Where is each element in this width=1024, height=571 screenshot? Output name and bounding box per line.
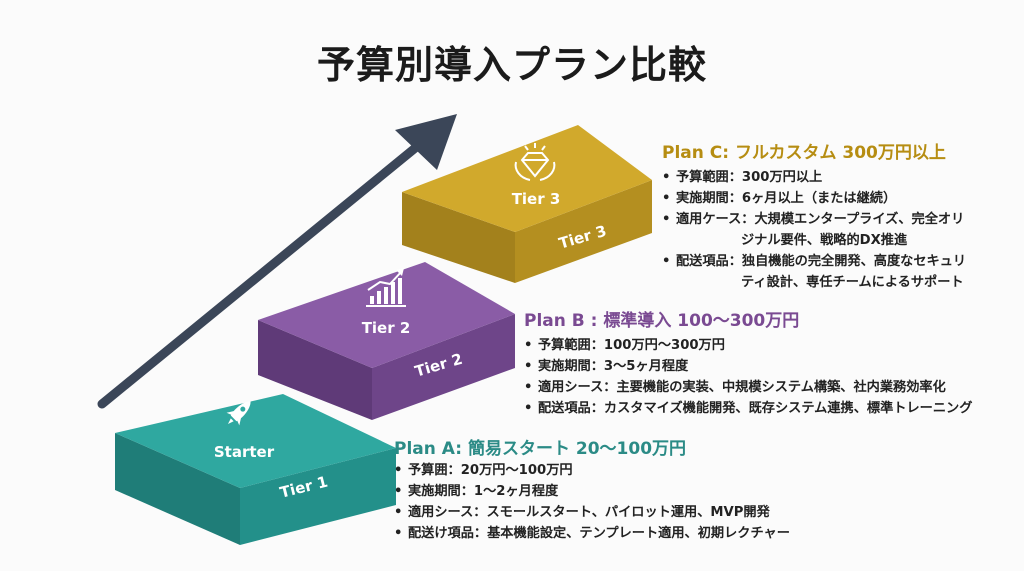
tier1-block: Starter Tier 1 (115, 394, 396, 545)
diamond-crown-icon (514, 143, 556, 181)
plan-a-deliverables: 配送け項品：基本機能設定、テンプレート適用、初期レクチャー (394, 523, 790, 544)
plan-c-use-case-line1: 適用ケース：大規模エンタープライズ、完全オリ (676, 212, 965, 227)
plan-c-period: 実施期間：6ヶ月以上（または継続） (662, 188, 966, 209)
plan-c-details: Plan C: フルカスタム 300万円以上 予算範囲：300万円以上 実施期間… (662, 138, 966, 293)
plan-c-heading: Plan C: フルカスタム 300万円以上 (662, 143, 946, 163)
tier2-top-label: Tier 2 (362, 319, 411, 337)
tier2-block: Tier 2 Tier 2 (258, 262, 515, 420)
plan-c-budget: 予算範囲：300万円以上 (662, 167, 966, 188)
plan-a-heading: Plan A: 簡易スタート 20〜100万円 (394, 439, 687, 459)
plan-b-deliverables: 配送項品：カスタマイズ機能開発、既存システム連携、標準トレーニング (524, 398, 972, 419)
tier1-top-label: Starter (214, 443, 275, 461)
tier3-block: Tier 3 Tier 3 (402, 125, 652, 283)
page-title: 予算別導入プラン比較 (316, 43, 707, 87)
plan-b-budget: 予算範囲：100万円〜300万円 (524, 335, 972, 356)
plan-b-use-case: 適用シース：主要機能の実装、中規模システム構築、社内業務効率化 (524, 377, 972, 398)
plan-b-period: 実施期間：3〜5ヶ月程度 (524, 356, 972, 377)
plan-c-deliverables-line1: 配送項品：独自機能の完全開発、高度なセキュリ (676, 254, 967, 269)
tier3-top-label: Tier 3 (512, 190, 561, 208)
plan-c-deliverables-line2: ティ設計、専任チームによるサポート (741, 275, 964, 290)
plan-b-heading: Plan B : 標準導入 100〜300万円 (524, 311, 800, 331)
bar-chart-icon (366, 268, 406, 307)
growth-arrow (97, 114, 457, 409)
plan-a-period: 実施期間：1〜2ヶ月程度 (394, 481, 790, 502)
plan-b-details: Plan B : 標準導入 100〜300万円 予算範囲：100万円〜300万円… (524, 306, 972, 419)
plan-a-budget: 予算囲：20万円〜100万円 (394, 460, 790, 481)
plan-a-use-case: 適用シース：スモールスタート、パイロット運用、MVP開発 (394, 502, 790, 523)
plan-c-use-case-line2: ジナル要件、戦略的DX推進 (741, 233, 908, 248)
plan-a-details: Plan A: 簡易スタート 20〜100万円 予算囲：20万円〜100万円 実… (394, 434, 790, 544)
